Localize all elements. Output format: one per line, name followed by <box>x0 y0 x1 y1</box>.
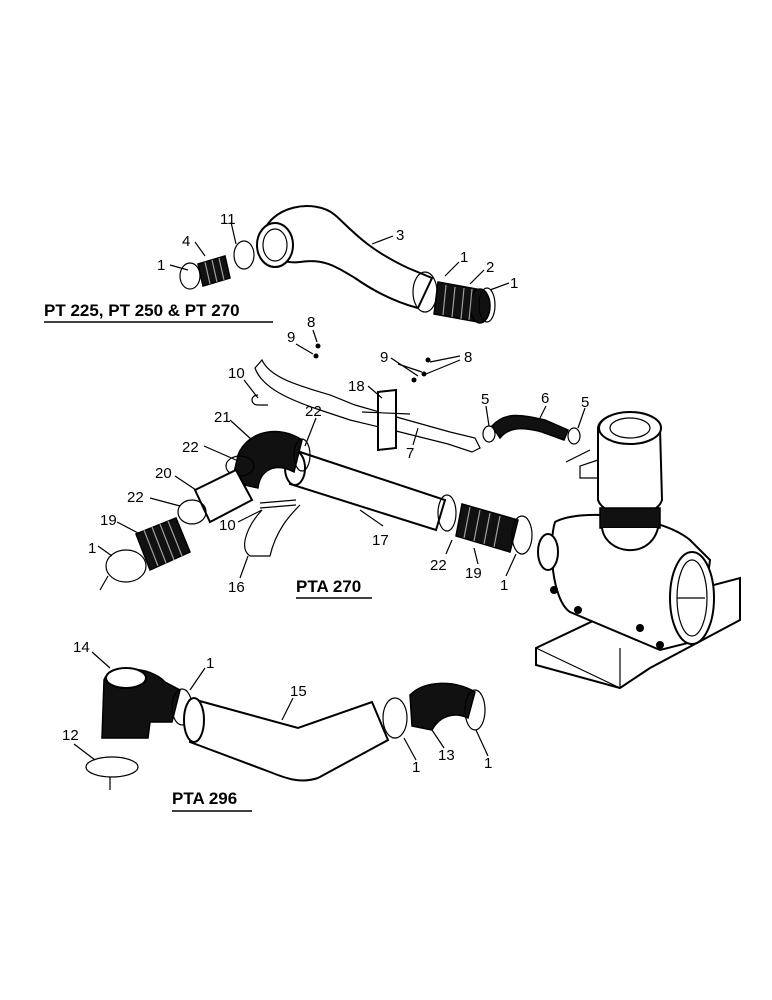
middle-assembly: 8 9 10 18 9 8 5 6 5 21 22 22 7 20 22 19 … <box>88 314 741 690</box>
callout-19: 19 <box>100 512 117 529</box>
hose-clamp <box>437 494 457 532</box>
callout-8: 8 <box>307 314 315 331</box>
callout-2: 2 <box>486 259 494 276</box>
nut <box>411 377 417 383</box>
callout-9: 9 <box>287 329 295 346</box>
hose-clamp <box>105 549 147 583</box>
nut <box>421 371 427 377</box>
callout-21: 21 <box>214 409 231 426</box>
intake-tube <box>288 450 447 532</box>
hose-clamp <box>179 262 201 290</box>
bolt <box>251 394 268 406</box>
callout-16: 16 <box>228 579 245 596</box>
precleaner-neck <box>599 507 661 529</box>
callout-20: 20 <box>155 465 172 482</box>
nut <box>425 357 431 363</box>
callout-22: 22 <box>430 557 447 574</box>
callout-22: 22 <box>182 439 199 456</box>
callout-1: 1 <box>500 577 508 594</box>
callout-7: 7 <box>406 445 414 462</box>
hose-clamp <box>85 756 139 778</box>
callout-1: 1 <box>412 759 420 776</box>
callout-11: 11 <box>220 211 236 228</box>
hose-clamp <box>567 427 581 445</box>
mounting-strap <box>244 504 301 557</box>
section-title-pta270: PTA 270 <box>296 577 361 596</box>
nut <box>313 353 319 359</box>
callout-1: 1 <box>157 257 165 274</box>
callout-3: 3 <box>396 227 404 244</box>
hose-clamp <box>382 697 408 739</box>
elbow-hose <box>409 682 476 731</box>
callout-14: 14 <box>73 639 90 656</box>
callout-9: 9 <box>380 349 388 366</box>
callout-22: 22 <box>127 489 144 506</box>
breather-hose <box>491 414 569 441</box>
hose-coupling <box>135 517 191 572</box>
nut <box>315 343 321 349</box>
intake-pipe <box>260 205 434 310</box>
intake-pipe <box>188 698 390 782</box>
callout-12: 12 <box>62 727 79 744</box>
callout-1: 1 <box>460 249 468 266</box>
hose-clamp <box>177 499 207 525</box>
hose-clamp <box>482 425 496 443</box>
callout-15: 15 <box>290 683 307 700</box>
callout-17: 17 <box>372 532 389 549</box>
callout-1: 1 <box>510 275 518 292</box>
callout-19: 19 <box>465 565 482 582</box>
hose-clamp <box>293 438 311 472</box>
mounting-bolt <box>550 586 558 594</box>
callout-8: 8 <box>464 349 472 366</box>
callout-22: 22 <box>305 403 322 420</box>
callout-5: 5 <box>581 394 589 411</box>
mounting-bolt <box>656 641 664 649</box>
callout-10: 10 <box>219 517 236 534</box>
callout-13: 13 <box>438 747 455 764</box>
callout-10: 10 <box>228 365 245 382</box>
intermediate-tube <box>193 468 254 524</box>
callout-4: 4 <box>182 233 190 250</box>
air-cleaner-inlet <box>537 533 559 571</box>
callout-18: 18 <box>348 378 365 395</box>
tube-bracket <box>377 388 397 452</box>
bolt <box>259 499 297 509</box>
callout-1: 1 <box>206 655 214 672</box>
section-title-pt225-pt250-pt270: PT 225, PT 250 & PT 270 <box>44 301 240 320</box>
callout-1: 1 <box>88 540 96 557</box>
hose-clamp <box>464 689 486 731</box>
hose-clamp <box>478 287 496 323</box>
breather-tube <box>254 358 481 453</box>
mounting-bolt <box>574 606 582 614</box>
bottom-assembly: 14 1 15 12 13 1 1 PTA 296 <box>62 639 492 812</box>
hose-clamp <box>233 240 255 270</box>
callout-1: 1 <box>484 755 492 772</box>
hose-clamp <box>511 515 533 555</box>
section-title-pta296: PTA 296 <box>172 789 237 808</box>
mounting-bolt <box>636 624 644 632</box>
callout-5: 5 <box>481 391 489 408</box>
callout-6: 6 <box>541 390 549 407</box>
top-assembly: 1 4 11 3 1 2 1 PT 225, PT 250 & PT 270 <box>44 205 518 324</box>
